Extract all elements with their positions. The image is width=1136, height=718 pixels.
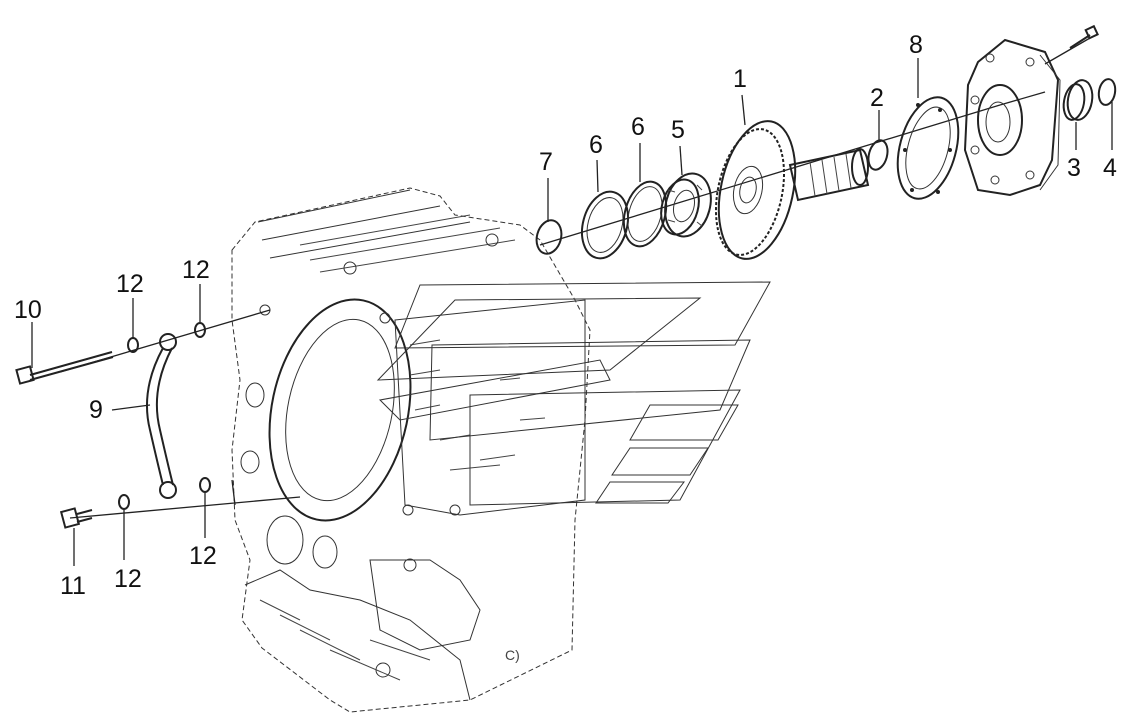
part-11-bolt [59, 507, 93, 529]
callout-6-rear: 6 [589, 131, 603, 159]
callout-7: 7 [539, 148, 553, 176]
callout-12-upper-left: 12 [116, 270, 144, 298]
part-12-washer-upper-right [194, 322, 206, 338]
part-5-bearing [660, 172, 712, 238]
splined-shaft [788, 148, 870, 202]
callout-12-upper-right: 12 [182, 256, 210, 284]
part-3-oil-seal [1062, 79, 1094, 121]
housing-plate-lines [376, 281, 771, 506]
svg-text:C): C) [505, 647, 520, 663]
part-6-shim-front [622, 180, 668, 248]
part-12-washer-lower-right [199, 477, 211, 493]
callout-5: 5 [671, 116, 685, 144]
cover-bolt [1069, 24, 1099, 49]
part-2-o-ring [867, 139, 889, 171]
callout-9: 9 [89, 396, 103, 424]
part-10-bolt [15, 351, 114, 385]
bearing-cover [963, 38, 1061, 197]
callout-8: 8 [909, 31, 923, 59]
callout-11: 11 [60, 572, 86, 600]
callout-labels: 1 2 3 4 5 6 6 7 8 9 10 11 12 12 12 12 [14, 31, 1117, 600]
callout-10: 10 [14, 296, 42, 324]
part-8-gasket [896, 96, 960, 200]
callout-6-front: 6 [631, 113, 645, 141]
callout-12-lower-right: 12 [189, 542, 217, 570]
assembly-axis-lines [59, 37, 1091, 519]
part-9-pipe [145, 333, 177, 499]
callout-2: 2 [870, 84, 884, 112]
part-4-o-ring [1097, 78, 1117, 106]
part-7-snap-ring [535, 219, 563, 255]
leader-lines [31, 58, 1113, 566]
callout-12-lower-left: 12 [114, 565, 142, 593]
transmission-housing: C) [231, 187, 591, 713]
callout-1: 1 [733, 65, 747, 93]
part-6-shim-rear [580, 190, 630, 260]
part-12-washer-lower-left [118, 494, 130, 510]
callout-3: 3 [1067, 154, 1081, 182]
part-1-gear [714, 120, 797, 260]
callout-4: 4 [1103, 154, 1117, 182]
